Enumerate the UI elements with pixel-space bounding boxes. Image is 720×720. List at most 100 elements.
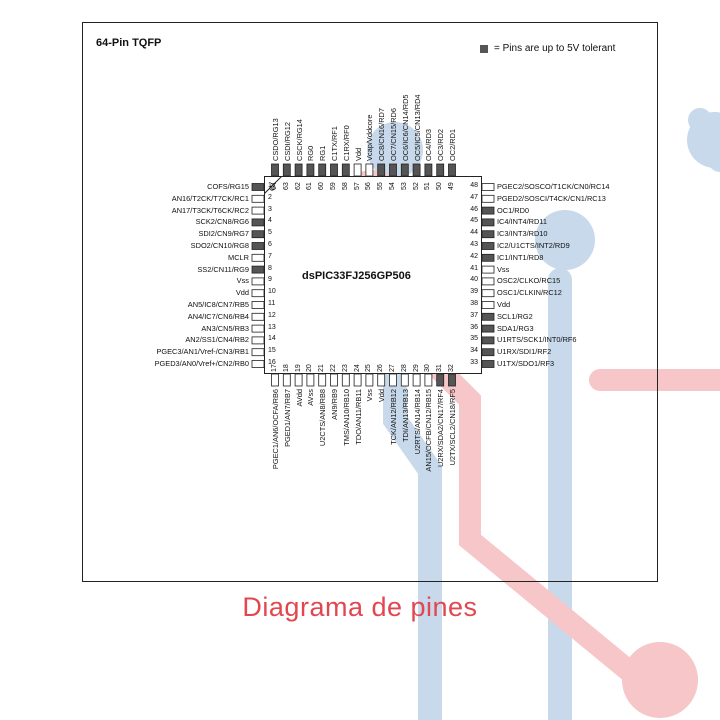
pin-top (282, 163, 291, 177)
pin-name: TCK/AN12/RB12 (389, 389, 398, 445)
pin-number: 36 (470, 323, 478, 331)
pin-number: 64 (271, 182, 278, 190)
pin-number: 10 (268, 288, 276, 296)
pin-name: U2RX/SDA2/CN17/RF4 (436, 389, 446, 468)
pin-top (424, 163, 433, 177)
pin-number: 56 (365, 182, 373, 190)
pin-name: Vdd (497, 300, 511, 309)
pin-number: 33 (470, 359, 478, 366)
pin-name: Vdd (353, 147, 363, 161)
pin-top (318, 163, 327, 177)
pin-name: PGED3/AN0/Vref+/CN2/RB0 (154, 359, 249, 368)
pin-number: 7 (268, 252, 272, 260)
pin-left (251, 324, 265, 333)
pin-number: 37 (470, 311, 478, 319)
package-title: 64-Pin TQFP (96, 37, 162, 49)
pin-name: OC1/RD0 (497, 205, 530, 215)
pin-name: OC5/IC5/CN13/RD4 (412, 94, 422, 161)
pin-name: SDO2/CN10/RG8 (190, 241, 249, 250)
diagram-frame (82, 22, 658, 582)
pin-number: 9 (268, 276, 272, 284)
pin-number: 28 (400, 364, 408, 372)
pin-number: 19 (294, 364, 302, 372)
pin-left (251, 289, 265, 298)
pin-left (251, 194, 265, 203)
pin-number: 46 (470, 205, 478, 213)
pin-number: 3 (268, 205, 272, 213)
pin-name: TDO/AN11/RB11 (353, 389, 363, 445)
pin-number: 48 (470, 182, 478, 189)
pin-number: 58 (341, 182, 349, 190)
pin-number: 55 (377, 182, 385, 190)
pin-number: 32 (448, 364, 455, 372)
pin-name: IC2/U1CTS/INT2/RD9 (497, 241, 570, 250)
pin-number: 42 (470, 252, 478, 260)
pin-name: AN2/SS1/CN4/RB2 (185, 335, 249, 345)
pin-name: OSC1/CLKIN/RC12 (497, 288, 562, 298)
pin-number: 38 (470, 300, 478, 307)
pin-name: SDI2/CN9/RG7 (198, 229, 249, 239)
pin-name: SCK2/CN8/RG6 (195, 217, 249, 227)
pin-number: 6 (268, 241, 272, 248)
pin-top (365, 163, 374, 177)
pin-number: 16 (268, 359, 276, 366)
pin-top (389, 163, 397, 177)
pin-name: U1RX/SDI1/RF2 (497, 347, 552, 357)
pin-name: U1TX/SDO1/RF3 (497, 359, 555, 368)
pin-name: CSCK/RG14 (294, 119, 304, 161)
pin-right (481, 183, 495, 191)
pin-name: SCL1/RG2 (497, 311, 533, 321)
pin-left (251, 348, 265, 357)
pin-number: 39 (470, 288, 478, 296)
pin-name: AVss (306, 389, 316, 406)
pin-number: 52 (412, 182, 420, 190)
pin-number: 1 (268, 182, 272, 189)
pin-number: 41 (470, 264, 478, 272)
pin-number: 50 (436, 182, 444, 190)
pin-bottom (271, 373, 279, 387)
pin-left (251, 336, 265, 345)
pin-name: AN3/CN5/RB3 (201, 323, 249, 333)
pin-name: PGED2/SOSCI/T4CK/CN1/RC13 (497, 193, 606, 203)
pin-top (377, 163, 386, 177)
pin-name: TMS/AN10/RB10 (341, 389, 351, 446)
pin-number: 18 (282, 364, 290, 372)
pin-right (481, 206, 495, 215)
pin-number: 35 (470, 335, 478, 343)
pin-name: OSC2/CLKO/RC15 (497, 276, 561, 286)
pin-number: 63 (282, 182, 290, 190)
pin-name: AN4/IC7/CN6/RB4 (187, 311, 249, 321)
pin-number: 13 (268, 323, 276, 331)
pin-number: 43 (470, 241, 478, 248)
pin-left (251, 218, 265, 227)
pin-right (481, 289, 495, 298)
pin-name: OC8/CN16/RD7 (377, 108, 387, 161)
pin-number: 40 (470, 276, 478, 284)
pin-name: U2CTS/AN8/RB8 (318, 389, 328, 447)
pin-top (330, 163, 338, 177)
pin-bottom (448, 373, 456, 387)
pin-number: 57 (353, 182, 361, 190)
legend-text: = Pins are up to 5V tolerant (494, 43, 616, 54)
pin-number: 34 (470, 347, 478, 355)
pin-left (251, 312, 265, 321)
blue-pad (535, 210, 595, 270)
pin-number: 54 (389, 182, 396, 190)
pin-top (306, 163, 315, 177)
pin-number: 44 (470, 229, 478, 237)
pin-right (481, 312, 495, 321)
pin-left (251, 242, 265, 250)
pin-number: 11 (268, 300, 276, 307)
pin-name: IC1/INT1/RD8 (497, 252, 544, 262)
pin-name: CSDO/RG13 (271, 118, 280, 161)
pin-number: 25 (365, 364, 373, 372)
pin-name: OC2/RD1 (448, 128, 457, 161)
pin-name: PGEC3/AN1/Vref-/CN3/RB1 (156, 347, 249, 357)
pin-number: 30 (424, 364, 432, 372)
pin-left (251, 230, 265, 239)
pin-name: OC6/IC6/CN14/RD5 (400, 94, 410, 161)
chip-body (264, 176, 482, 374)
pin-bottom (306, 373, 315, 387)
pin-name: OC7/CN15/RD6 (389, 108, 398, 161)
pin-number: 61 (306, 182, 314, 190)
